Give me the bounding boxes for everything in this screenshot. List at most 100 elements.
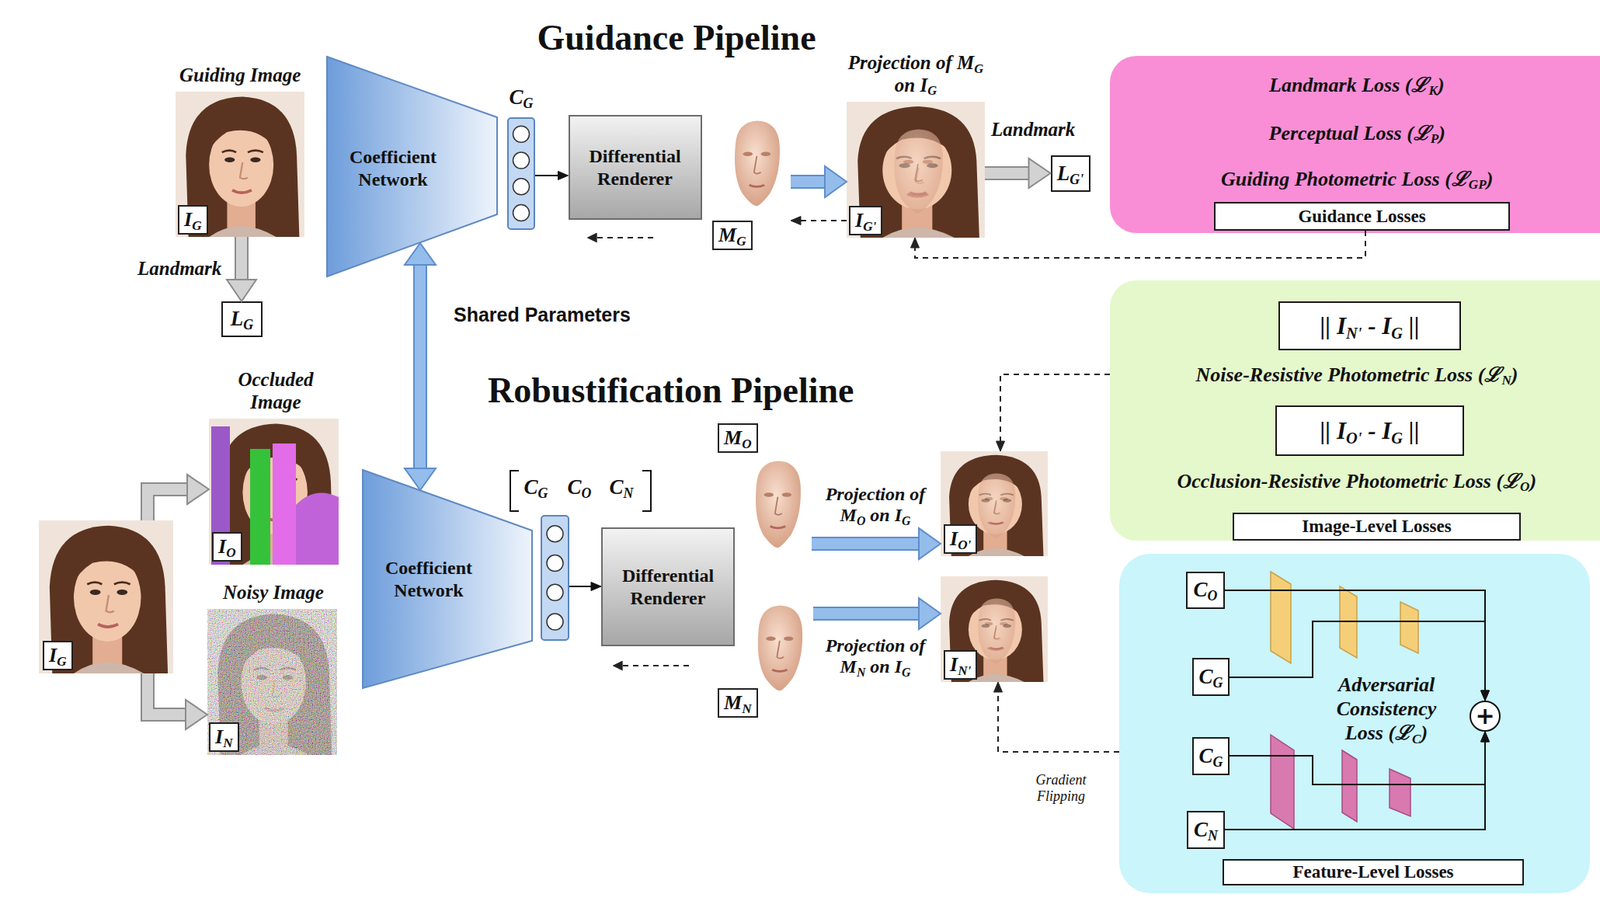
arrowhead [911, 237, 920, 248]
edge-label: Projection of MO on IG [811, 483, 940, 527]
connector-line [1000, 374, 1110, 442]
image-caption: Noisy Image [222, 581, 324, 605]
vector-entry [513, 205, 530, 222]
coefficient-vector: CG [507, 117, 536, 230]
subscript: G [1391, 324, 1403, 342]
arrowhead [1481, 731, 1490, 742]
face-mesh: MG [712, 117, 791, 251]
connector-line [1224, 740, 1486, 830]
symbol-label: LG' [1057, 160, 1084, 188]
label-box: || IO' - IG || [1275, 405, 1465, 456]
vector-bracket [642, 470, 651, 512]
loss-name: Adversarial Consistency Loss (ℒC) [1318, 672, 1455, 746]
arrowhead [1481, 731, 1490, 742]
image-tag: IG [177, 205, 209, 235]
image-panel: Noisy ImageIN [207, 608, 338, 755]
label-box: Image-Level Losses [1232, 512, 1521, 541]
connector-line [998, 691, 1120, 752]
symbol-label: CG [509, 84, 534, 112]
subscript: N [741, 701, 752, 717]
arrowhead [1029, 158, 1051, 188]
loss-name: Noise-Resistive Photometric Loss (ℒN) [1196, 362, 1519, 387]
subscript: G [1391, 429, 1403, 447]
connector-line [569, 585, 592, 588]
connector-outline [984, 166, 1030, 181]
symbol-label: CO [1193, 577, 1218, 604]
loss-formula: || IN' - IG || [1320, 311, 1420, 341]
connector-line [1229, 740, 1486, 785]
photo-face [207, 608, 338, 755]
vector-entry [546, 584, 564, 601]
image-tag: IN' [943, 650, 978, 680]
block-label: Coefficient Network [329, 146, 458, 192]
symbol-label: CO [567, 474, 592, 501]
connector-outline [790, 174, 826, 189]
block-label: Coefficient Network [365, 556, 494, 602]
network-shape [361, 469, 533, 689]
block-label: Differential Renderer [610, 564, 726, 610]
arrowhead [591, 582, 602, 592]
network-trapezoid: Coefficient Network [361, 469, 533, 689]
photo-face [977, 473, 1016, 539]
connector [1224, 590, 1490, 701]
connector-outline [234, 236, 249, 281]
arrowhead [996, 441, 1006, 452]
label-box: CO [1186, 571, 1225, 609]
discriminator-plane [1389, 768, 1411, 817]
image-panel: Projection of MG on IGIG' [846, 101, 985, 238]
vector-shape [507, 118, 535, 230]
network-shape [326, 56, 498, 277]
photo-face [940, 576, 1048, 682]
label-box: || IN' - IG || [1278, 301, 1461, 351]
pipeline-title: Guidance Pipeline [537, 17, 817, 60]
occlusion-bars [295, 492, 339, 565]
vector-bracket [510, 470, 519, 512]
subscript: N [856, 665, 866, 679]
image-caption: Landmark [137, 257, 222, 281]
subscript: G [191, 218, 202, 234]
photo-face [977, 598, 1016, 664]
connector-line [535, 174, 560, 177]
vector-entry [513, 178, 530, 195]
symbol-label: CG [524, 474, 549, 501]
vector-entry [513, 125, 530, 143]
connector [147, 474, 209, 521]
discriminator-plane [1270, 571, 1419, 664]
connector [569, 582, 602, 592]
subscript: G' [862, 219, 877, 234]
photo-face [38, 91, 1048, 755]
connector-outline [147, 489, 188, 521]
connector [1224, 731, 1490, 830]
vector-shape [541, 515, 569, 640]
connector-line [813, 608, 920, 620]
connector-outline [813, 606, 920, 621]
occlusion-bars [250, 448, 271, 565]
subscript: GP [1468, 177, 1487, 192]
image-caption: Landmark [991, 118, 1075, 142]
connector-outline [147, 673, 187, 715]
connector-line [414, 264, 426, 470]
vector-shape [507, 117, 536, 230]
subscript: P [1430, 131, 1439, 147]
face-mesh: MN [717, 601, 814, 718]
subscript: C [1412, 731, 1421, 747]
image-tag: IN [208, 722, 240, 752]
arrowhead [790, 216, 801, 226]
symbol-label: LG [230, 306, 254, 333]
image-panel: IN' [940, 576, 1048, 682]
symbol-label: CG [1199, 743, 1224, 770]
subscript: O [226, 545, 236, 560]
face-mesh: MO [717, 423, 812, 551]
label-box: CN [1186, 810, 1225, 849]
arrowhead [994, 681, 1003, 693]
arrowhead [404, 468, 436, 491]
image-tag: MO [717, 423, 759, 453]
connector [147, 673, 208, 730]
subscript: N [623, 485, 634, 501]
note: Gradient Flipping [1022, 772, 1100, 806]
network-shape [362, 469, 533, 689]
subscript: G [736, 233, 746, 249]
arrowhead [918, 528, 941, 560]
photo-face [38, 520, 174, 674]
image-tag: MN [717, 688, 759, 718]
